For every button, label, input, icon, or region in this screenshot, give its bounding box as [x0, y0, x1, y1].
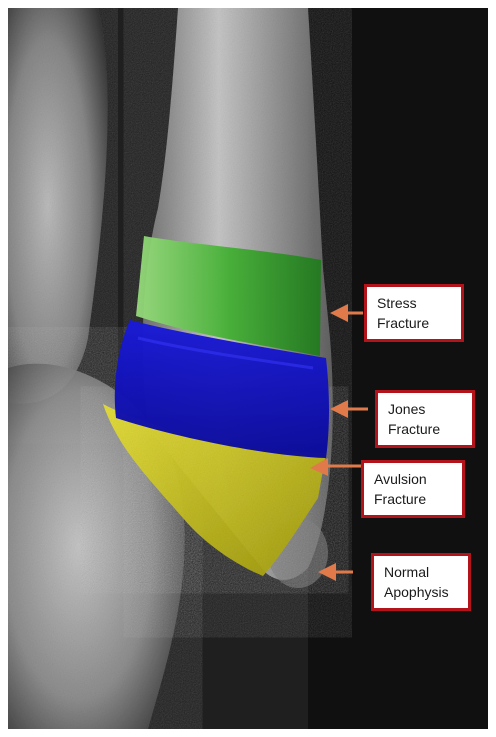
label-normal-apophysis: Normal Apophysis	[371, 553, 471, 611]
label-stress-line1: Stress	[377, 293, 451, 313]
label-stress-fracture: Stress Fracture	[364, 284, 464, 342]
label-jones-line2: Fracture	[388, 419, 462, 439]
xray-image: Stress Fracture Jones Fracture Avulsion …	[8, 8, 488, 729]
label-stress-line2: Fracture	[377, 313, 451, 333]
label-avulsion-line1: Avulsion	[374, 469, 452, 489]
label-avulsion-fracture: Avulsion Fracture	[361, 460, 465, 518]
label-normal-line2: Apophysis	[384, 582, 458, 602]
label-jones-line1: Jones	[388, 399, 462, 419]
label-avulsion-line2: Fracture	[374, 489, 452, 509]
label-normal-line1: Normal	[384, 562, 458, 582]
label-jones-fracture: Jones Fracture	[375, 390, 475, 448]
